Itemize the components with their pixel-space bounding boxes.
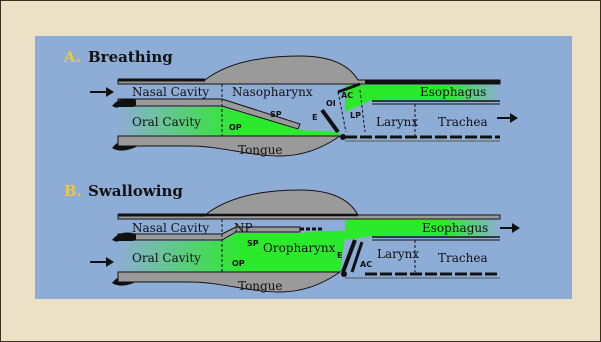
label-e-b: E: [337, 251, 342, 260]
oral-cavity-a: [118, 107, 340, 136]
label-e-a: E: [312, 113, 317, 122]
epiglottis-b: [341, 239, 357, 273]
label-op-a: OP: [229, 123, 242, 132]
epiglottis-a: [320, 108, 340, 134]
oral-cavity-b: [118, 231, 345, 272]
label-nasopharynx-a: Nasopharynx: [232, 85, 313, 99]
label-esophagus-b: Esophagus: [422, 221, 488, 235]
upper-lip-b: [112, 232, 136, 243]
label-np-b: NP: [234, 221, 253, 235]
label-larynx-b: Larynx: [377, 247, 419, 261]
label-ac-a: AC: [341, 91, 353, 100]
label-sp-b: SP: [247, 239, 259, 248]
outflow-arrow-a: [497, 113, 518, 123]
tongue-a: [117, 135, 342, 157]
inflow-arrow-a: [90, 87, 114, 97]
label-sp-a: SP: [270, 110, 282, 119]
esophagus-fill-b: [345, 220, 500, 240]
panel-a-letter: A.: [63, 48, 81, 66]
label-oral-cavity-b: Oral Cavity: [132, 251, 201, 265]
label-esophagus-a: Esophagus: [420, 85, 486, 99]
label-trachea-a: Trachea: [438, 115, 488, 129]
label-oral-cavity-a: Oral Cavity: [132, 115, 201, 129]
laryngeal-dash-1-a: [337, 91, 347, 133]
label-nasal-cavity-b: Nasal Cavity: [132, 221, 209, 235]
palate-b: [117, 226, 301, 241]
label-tongue-a: Tongue: [238, 143, 283, 157]
panel-b-letter: B.: [64, 182, 82, 200]
label-lp-a: LP: [350, 111, 361, 120]
label-oropharynx-b: Oropharynx: [263, 241, 336, 255]
inflow-arrow-b: [90, 257, 114, 267]
tongue-b: [117, 271, 342, 293]
upper-lip-a: [112, 98, 136, 109]
label-ac-b: AC: [360, 260, 372, 269]
esophagus-fill-a: [345, 85, 500, 112]
panel-b-swallowing: [90, 189, 520, 293]
hyoid-dot-a: [340, 134, 346, 140]
panel-a-title: Breathing: [88, 48, 173, 66]
panel-b-title: Swallowing: [88, 182, 183, 200]
label-larynx-a: Larynx: [376, 115, 418, 129]
arytenoid-line-a: [337, 82, 361, 94]
hyoid-dot-b: [341, 271, 347, 277]
label-oi-a: OI: [326, 99, 336, 108]
arytenoid-b: [350, 241, 364, 273]
pharynx-roof-a: [117, 55, 501, 85]
laryngeal-dash-2-a: [359, 89, 366, 133]
label-trachea-b: Trachea: [438, 251, 488, 265]
panel-a-breathing: [90, 55, 518, 157]
label-op-b: OP: [232, 259, 245, 268]
label-tongue-b: Tongue: [238, 279, 283, 293]
outflow-arrow-b: [500, 223, 520, 233]
label-nasal-cavity-a: Nasal Cavity: [132, 85, 209, 99]
